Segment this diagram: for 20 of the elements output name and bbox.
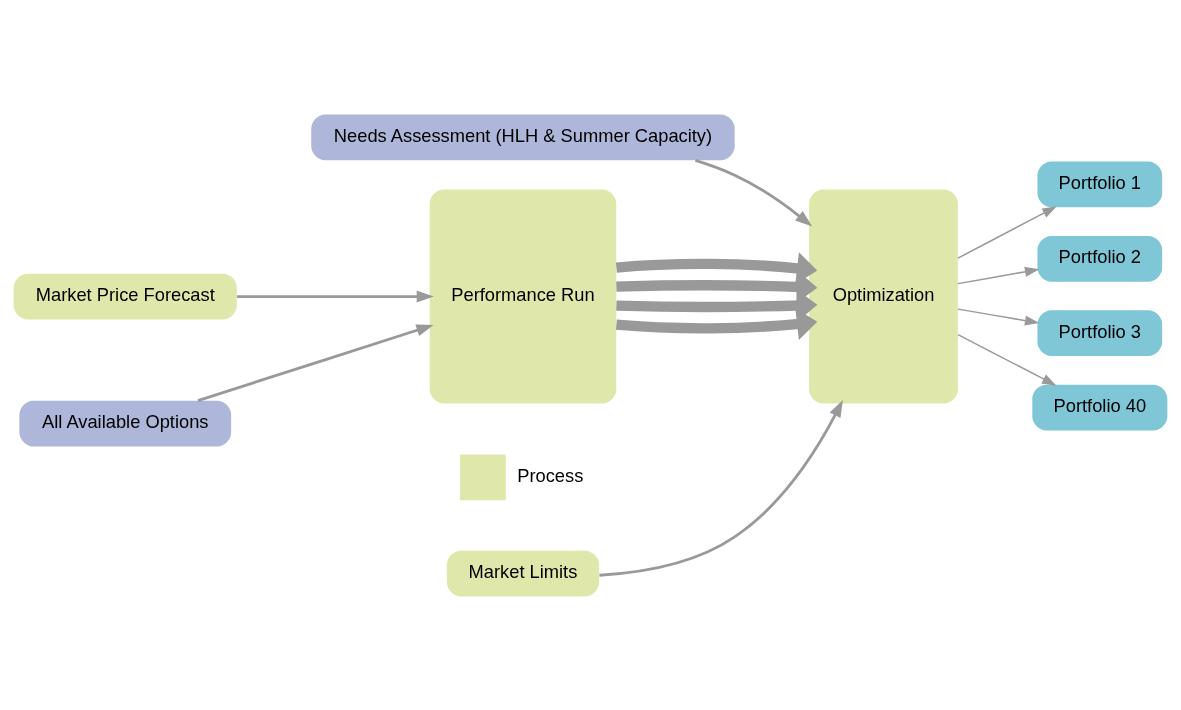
node-box: Portfolio 1 bbox=[1037, 161, 1163, 207]
arrow bbox=[957, 266, 1040, 284]
arrow bbox=[599, 399, 843, 577]
node-box: Needs Assessment (HLH & Summer Capacity) bbox=[311, 114, 735, 160]
node-box: Performance Run bbox=[429, 189, 617, 404]
node-box: Portfolio 40 bbox=[1032, 384, 1168, 430]
legend-label: Process bbox=[517, 464, 584, 486]
arrow bbox=[694, 158, 813, 227]
node-box: Market Price Forecast bbox=[13, 273, 237, 319]
node-box: Portfolio 2 bbox=[1037, 235, 1163, 282]
node-box: Market Limits bbox=[446, 550, 600, 596]
arrow bbox=[615, 251, 818, 284]
node-box: All Available Options bbox=[19, 400, 232, 446]
arrow bbox=[957, 205, 1057, 259]
arrow bbox=[197, 323, 434, 402]
arrow bbox=[957, 333, 1057, 386]
node-box: Optimization bbox=[809, 189, 958, 404]
arrow bbox=[237, 290, 434, 303]
node-box: Portfolio 3 bbox=[1037, 309, 1163, 356]
arrow bbox=[957, 307, 1040, 326]
